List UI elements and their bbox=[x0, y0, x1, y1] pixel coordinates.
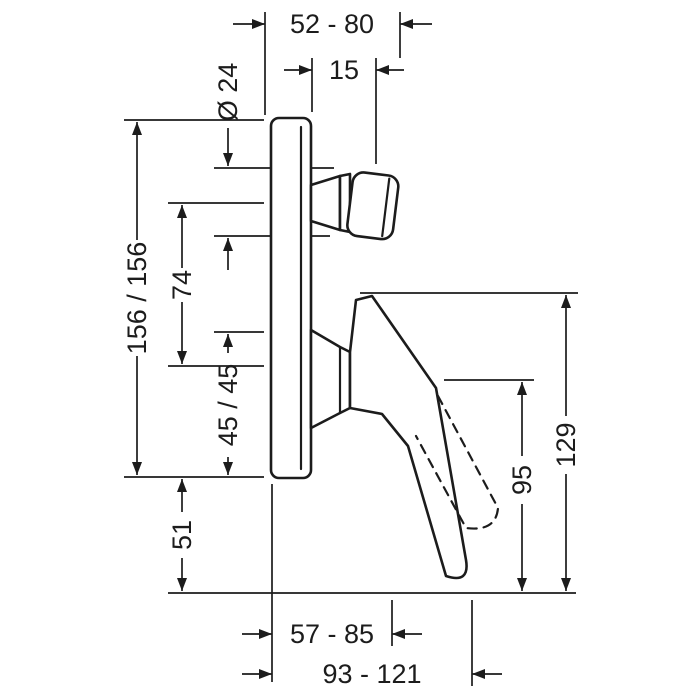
lever-handle-assembly bbox=[309, 294, 500, 580]
spout-knob-cap-line bbox=[381, 177, 391, 238]
spout-knob-body bbox=[346, 171, 400, 241]
spout-knob bbox=[309, 171, 400, 241]
dimension-label-wall-depth: 52 - 80 bbox=[290, 9, 374, 39]
dim-depth-front: 57 - 85 bbox=[242, 484, 422, 682]
dimension-label-handle-span: 45 / 45 bbox=[213, 364, 243, 447]
dim-spout-diameter: Ø 24 bbox=[213, 63, 334, 270]
wall-plate-outline bbox=[269, 116, 313, 480]
dim-handle-overall: 129 bbox=[360, 292, 581, 591]
dimension-label-axis-spacing: 74 bbox=[167, 270, 197, 300]
lever-handle bbox=[348, 294, 468, 580]
dim-wall-depth-range: 52 - 80 bbox=[233, 9, 432, 115]
spout-cone bbox=[309, 174, 342, 232]
fixture-drawing bbox=[269, 116, 500, 580]
dimension-label-handle-projection: 95 bbox=[507, 465, 537, 495]
dimension-label-depth-overall: 93 - 121 bbox=[322, 659, 421, 689]
dimensions-layer: 52 - 80 15 Ø 24 156 / 156 bbox=[122, 9, 581, 689]
dimension-label-depth-front: 57 - 85 bbox=[290, 619, 374, 649]
handle-sleeve bbox=[309, 328, 352, 430]
dimension-label-handle-overall: 129 bbox=[551, 422, 581, 467]
dimension-label-spout-diameter: Ø 24 bbox=[213, 63, 243, 122]
dim-plate-height: 156 / 156 bbox=[122, 119, 264, 478]
dim-handle-projection: 95 bbox=[444, 379, 537, 591]
spout-knob-body-group bbox=[346, 171, 400, 241]
dimension-label-below-plate: 51 bbox=[167, 520, 197, 550]
dim-spout-inset: 15 bbox=[284, 55, 404, 164]
dim-depth-overall: 93 - 121 bbox=[242, 600, 502, 689]
dimension-label-plate-height: 156 / 156 bbox=[122, 242, 152, 355]
dim-below-plate: 51 bbox=[167, 479, 576, 594]
dimension-label-spout-inset: 15 bbox=[329, 55, 359, 85]
dim-axis-spacing: 74 bbox=[167, 202, 264, 367]
dim-handle-span: 45 / 45 bbox=[213, 331, 264, 475]
lever-handle-alt-position bbox=[414, 394, 500, 530]
